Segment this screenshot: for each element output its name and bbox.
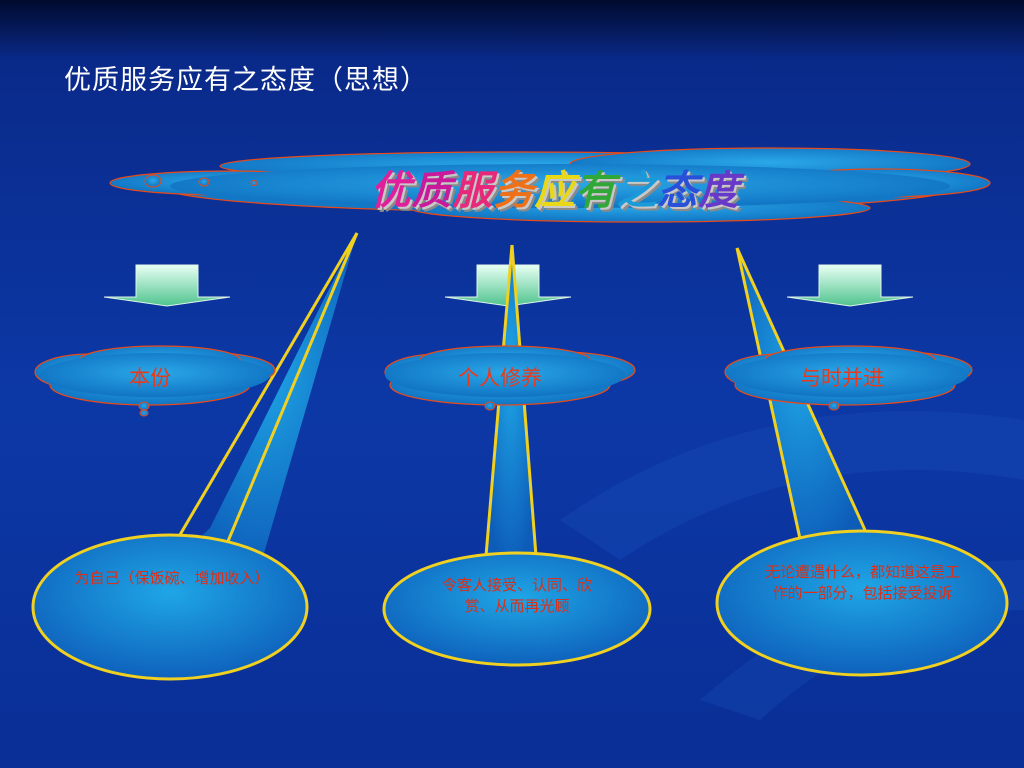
branch-label-benfen: 本份 bbox=[129, 366, 171, 390]
cloud-center bbox=[384, 345, 636, 411]
headline-char: 务 bbox=[493, 167, 535, 214]
headline-cloud bbox=[109, 147, 991, 223]
headline-char: 服 bbox=[452, 167, 494, 214]
headline-char: 优 bbox=[370, 167, 412, 214]
bubble-text-right: 无论遭遇什么，都知道这是工作的一部分，包括接受投诉 bbox=[765, 563, 961, 602]
headline-char: 应 bbox=[534, 167, 576, 214]
cloud-right bbox=[724, 345, 973, 411]
cloud-left bbox=[34, 345, 276, 417]
headline-char: 之 bbox=[616, 167, 658, 214]
bubble-text-center: 令客人接受、认同、欣赏、从而再光顾 bbox=[441, 576, 592, 615]
headline-char: 质 bbox=[411, 167, 453, 214]
headline-char: 度 bbox=[698, 167, 740, 214]
callout-left bbox=[31, 232, 359, 681]
bubble-text-left: 为自己（保饭碗、增加收入） bbox=[74, 569, 270, 587]
slide-title: 优质服务应有之态度（思想） bbox=[64, 65, 428, 96]
headline-char: 态 bbox=[657, 167, 699, 214]
headline-char: 有 bbox=[575, 167, 617, 214]
down-arrow-left bbox=[103, 264, 231, 307]
headline: 优质服务应有之态度 bbox=[315, 158, 795, 216]
background-swoosh bbox=[560, 411, 1024, 560]
down-arrow-right bbox=[786, 264, 914, 307]
branch-label-personal-cultivation: 个人修养 bbox=[458, 366, 542, 390]
branch-label-keep-pace: 与时并进 bbox=[800, 366, 884, 390]
